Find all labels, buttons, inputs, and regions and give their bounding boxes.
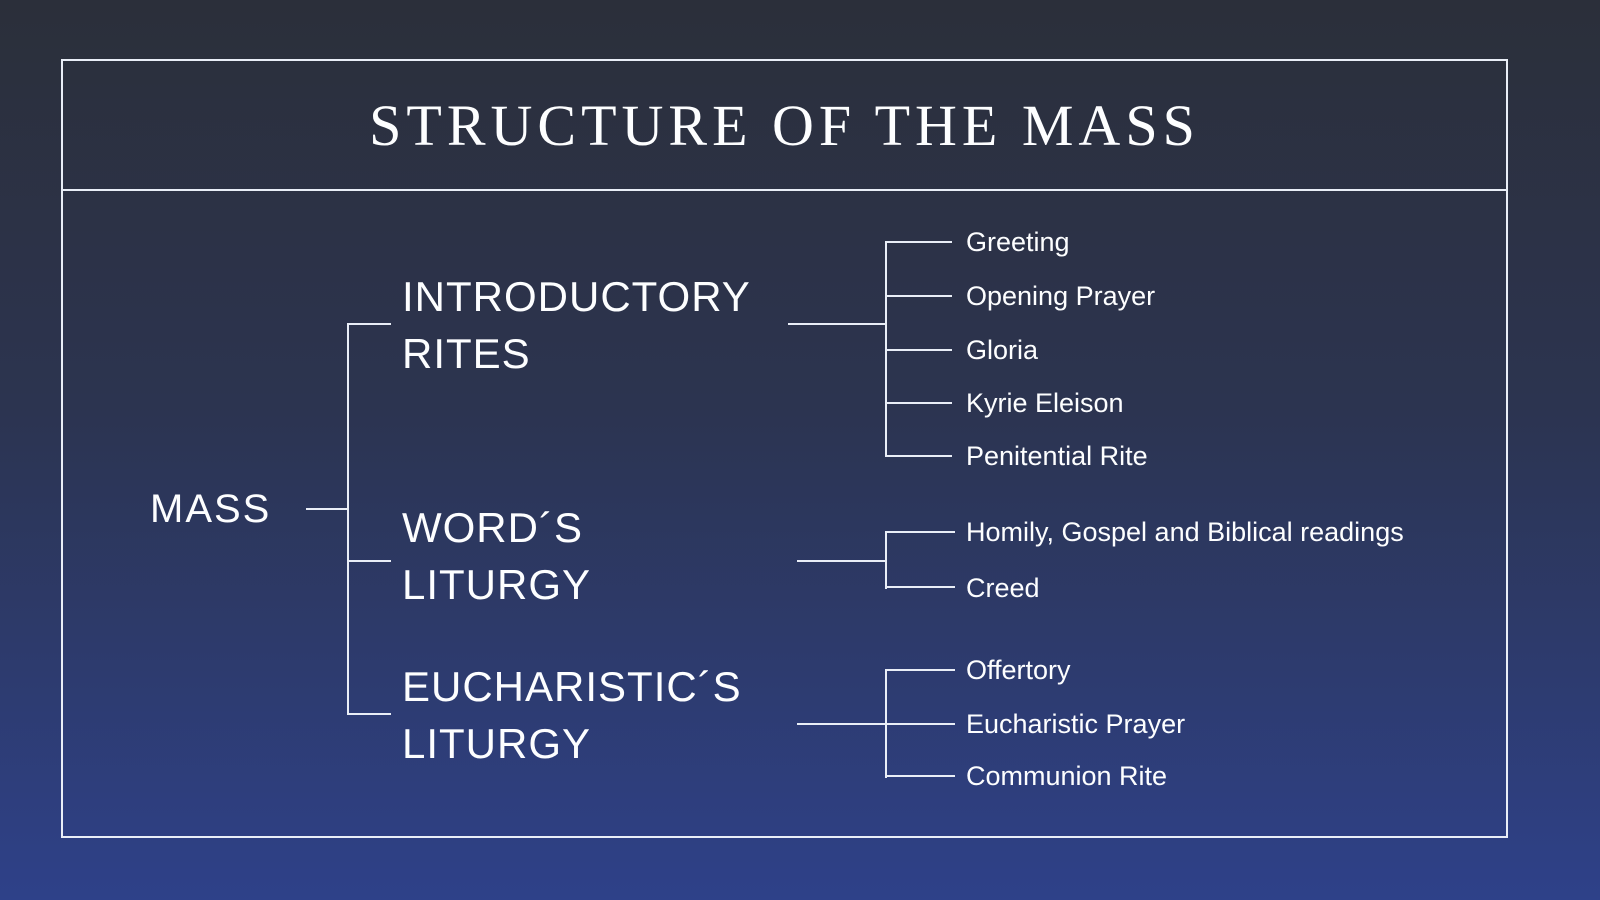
leaf-eucharistic-prayer: Eucharistic Prayer xyxy=(966,709,1186,739)
tick-homily xyxy=(885,531,955,533)
tick-greeting xyxy=(885,241,952,243)
words-connector-line xyxy=(797,560,887,562)
leaf-creed: Creed xyxy=(966,573,1040,603)
node-eucharistics-liturgy-line1: EUCHARISTIC´S xyxy=(402,663,742,710)
node-words-liturgy-line2: LITURGY xyxy=(402,561,592,608)
words-bracket-vertical xyxy=(885,531,887,589)
mass-connector-line xyxy=(306,508,348,510)
main-bracket-tick-introductory xyxy=(347,323,391,325)
node-mass: MASS xyxy=(150,487,272,531)
node-introductory-rites: INTRODUCTORY RITES xyxy=(402,268,751,382)
introductory-connector-line xyxy=(788,323,887,325)
leaf-penitential-rite: Penitential Rite xyxy=(966,441,1148,471)
node-eucharistics-liturgy: EUCHARISTIC´S LITURGY xyxy=(402,658,742,772)
eucharistic-bracket-vertical xyxy=(885,669,887,778)
tick-opening-prayer xyxy=(885,295,952,297)
leaf-opening-prayer: Opening Prayer xyxy=(966,281,1156,311)
eucharistic-connector-line xyxy=(797,723,955,725)
tick-offertory xyxy=(885,669,955,671)
tick-creed xyxy=(885,586,955,588)
diagram-frame: STRUCTURE OF THE MASS xyxy=(61,59,1508,838)
leaf-greeting: Greeting xyxy=(966,227,1070,257)
leaf-offertory: Offertory xyxy=(966,655,1071,685)
tick-penitential-rite xyxy=(885,455,952,457)
tick-communion-rite xyxy=(885,775,955,777)
tick-kyrie-eleison xyxy=(885,402,952,404)
node-introductory-rites-line1: INTRODUCTORY xyxy=(402,273,751,320)
main-bracket-tick-words xyxy=(347,560,391,562)
leaf-homily-gospel-readings: Homily, Gospel and Biblical readings xyxy=(966,517,1404,547)
leaf-gloria: Gloria xyxy=(966,335,1039,365)
page-title: STRUCTURE OF THE MASS xyxy=(369,92,1200,158)
tick-gloria xyxy=(885,349,952,351)
main-bracket-vertical xyxy=(347,323,349,715)
node-words-liturgy-line1: WORD´S xyxy=(402,504,583,551)
node-introductory-rites-line2: RITES xyxy=(402,330,531,377)
leaf-kyrie-eleison: Kyrie Eleison xyxy=(966,388,1124,418)
node-eucharistics-liturgy-line2: LITURGY xyxy=(402,720,592,767)
leaf-communion-rite: Communion Rite xyxy=(966,761,1168,791)
node-words-liturgy: WORD´S LITURGY xyxy=(402,499,591,613)
main-bracket-tick-eucharistic xyxy=(347,713,391,715)
title-bar: STRUCTURE OF THE MASS xyxy=(63,61,1506,191)
